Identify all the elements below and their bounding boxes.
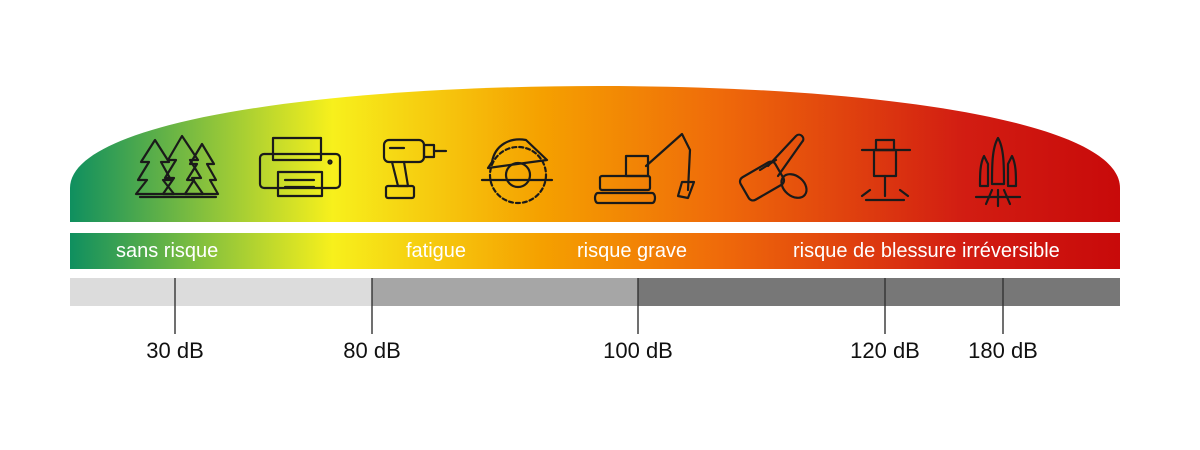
db-label-100: 100 dB xyxy=(603,338,673,363)
db-bar-low xyxy=(70,278,372,306)
drill-icon xyxy=(382,138,448,200)
printer-icon xyxy=(258,136,342,198)
db-label-30: 30 dB xyxy=(146,338,204,363)
chainsaw-icon xyxy=(738,133,808,202)
zone-label-sans-risque: sans risque xyxy=(116,240,219,262)
zone-label-fatigue: fatigue xyxy=(406,240,467,262)
db-label-180: 180 dB xyxy=(968,338,1038,363)
db-label-80: 80 dB xyxy=(343,338,401,363)
excavator-icon xyxy=(593,132,696,205)
zone-label-irreversible: risque de blessure irréversible xyxy=(793,240,1060,262)
forest-icon xyxy=(134,134,220,199)
space-shuttle-icon xyxy=(974,136,1022,208)
circular-saw-icon xyxy=(480,138,554,205)
db-bar-high xyxy=(638,278,1120,306)
jackhammer-icon xyxy=(860,138,912,202)
risk-zone-bar xyxy=(70,233,1120,269)
zone-label-risque-grave: risque grave xyxy=(577,240,688,262)
db-label-120: 120 dB xyxy=(850,338,920,363)
db-bar-mid xyxy=(372,278,638,306)
